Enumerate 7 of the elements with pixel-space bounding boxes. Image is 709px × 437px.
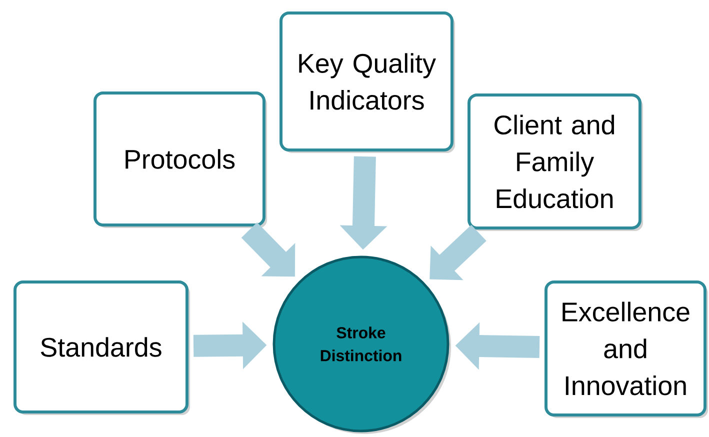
- text-box: Key Quality Indicators: [280, 12, 455, 153]
- text-box: Standards: [14, 280, 190, 415]
- text-box: Protocols: [94, 91, 267, 228]
- block-arrow: [430, 224, 486, 280]
- block-arrow: [241, 222, 296, 277]
- text-box: Client and Family Education: [468, 93, 643, 231]
- text-box: Excellence and Innovation: [544, 280, 708, 418]
